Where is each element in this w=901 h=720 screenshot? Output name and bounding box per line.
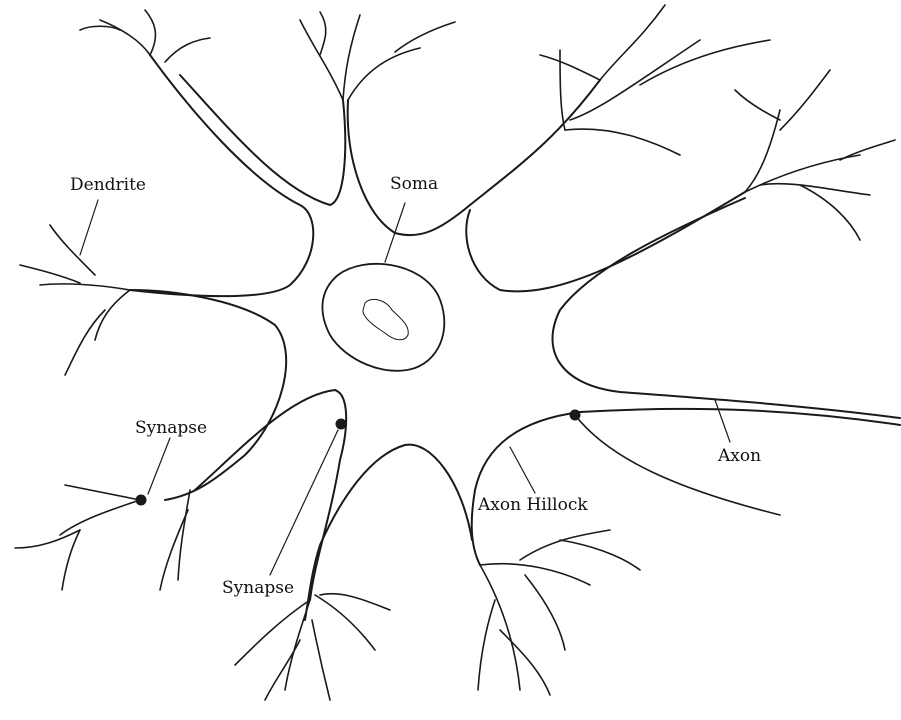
leader-synapse-lower (270, 430, 338, 575)
label-axon-hillock: Axon Hillock (478, 497, 588, 514)
cell-membrane (130, 55, 900, 620)
leader-axon (715, 400, 730, 442)
label-synapse-left: Synapse (135, 420, 207, 437)
axon-collateral-dot (570, 410, 581, 421)
soma-body (322, 264, 444, 371)
label-synapse-lower: Synapse (222, 580, 294, 597)
soma-nucleus (363, 299, 408, 339)
label-axon: Axon (718, 448, 761, 465)
synapse-dot-lower (336, 419, 347, 430)
leader-synapse-left (148, 438, 170, 494)
label-dendrite: Dendrite (70, 177, 146, 194)
leader-soma (385, 203, 405, 262)
label-soma: Soma (390, 176, 438, 193)
synapse-dot-left (136, 495, 147, 506)
leader-dendrite (80, 200, 98, 255)
leader-axon-hillock (510, 447, 535, 493)
dendrite-branches (15, 5, 895, 700)
